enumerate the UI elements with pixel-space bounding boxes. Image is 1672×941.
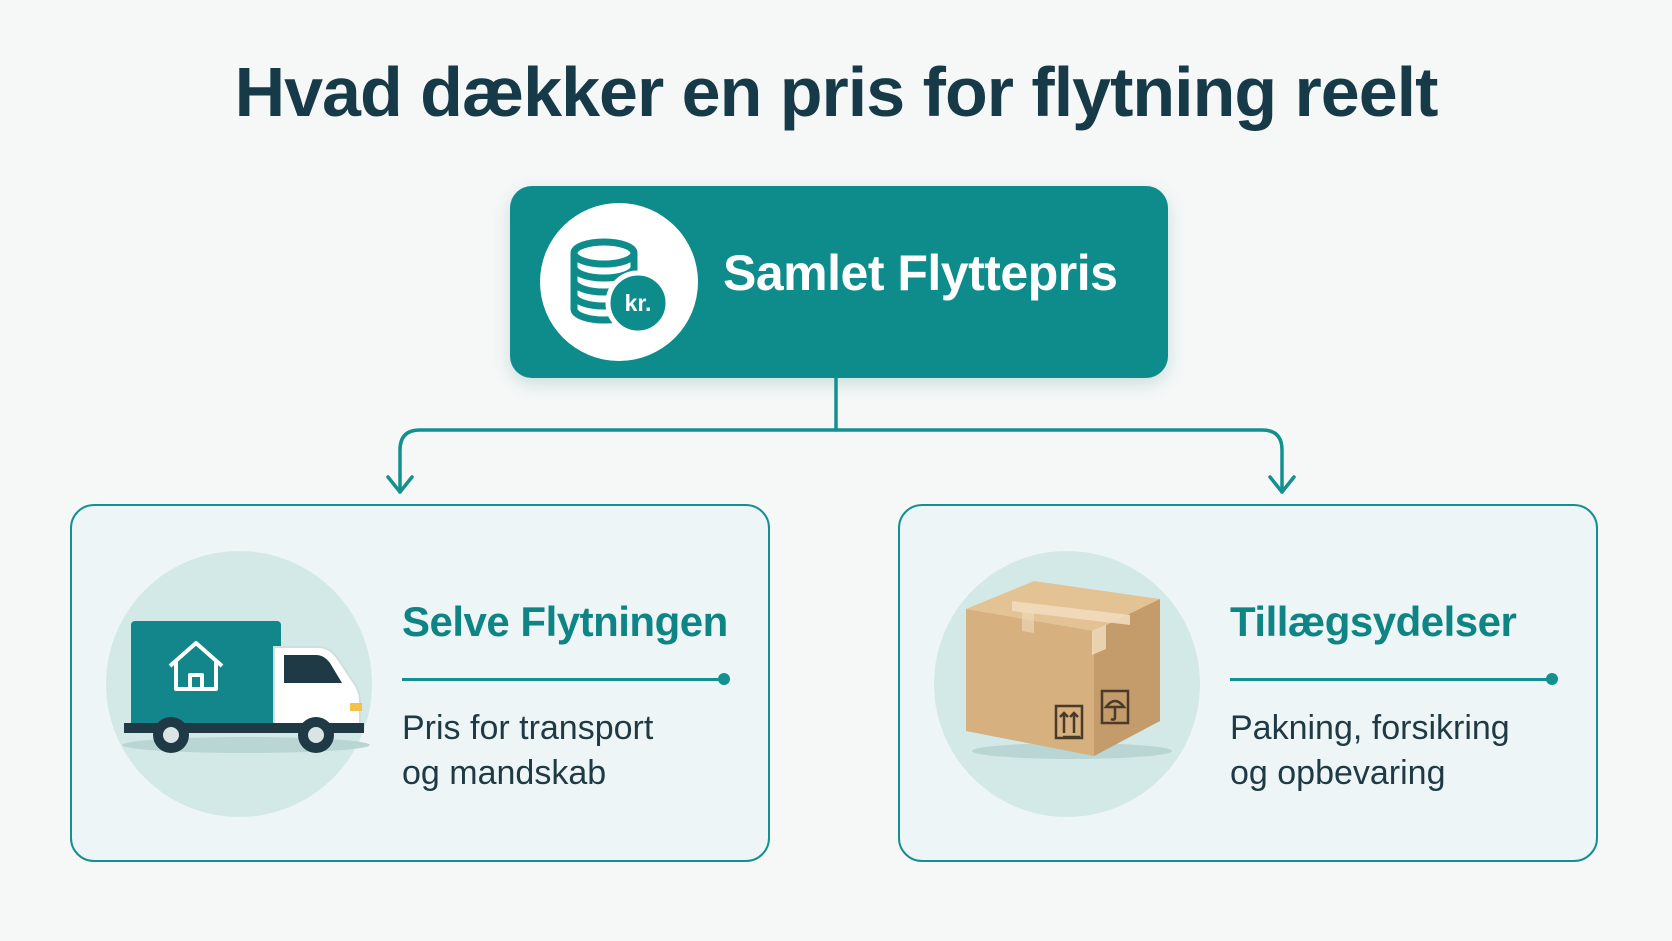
kr-badge-text: kr. <box>625 290 652 316</box>
coins-kr-icon: kr. <box>540 203 698 361</box>
branch-title-moving: Selve Flytningen <box>402 598 728 645</box>
branch-divider-dot <box>1546 673 1558 685</box>
connector-branches <box>398 428 1284 494</box>
root-node-label: Samlet Flyttepris <box>723 245 1118 301</box>
branch-description-extras: Pakning, forsikring og opbevaring <box>1230 706 1570 796</box>
arrow-head-left <box>386 475 414 494</box>
description-line: Pris for transport <box>402 709 654 747</box>
description-line: og opbevaring <box>1230 754 1446 792</box>
branch-card-moving: Selve Flytningen Pris for transport og m… <box>70 504 770 862</box>
branch-title-extras: Tillægsydelser <box>1230 598 1517 645</box>
branch-divider-dot <box>718 673 730 685</box>
arrow-head-right <box>1268 475 1296 494</box>
moving-truck-icon <box>106 551 372 817</box>
root-node-total-price: kr. Samlet Flyttepris <box>510 186 1168 378</box>
cardboard-box-icon <box>934 551 1200 817</box>
branch-divider <box>402 678 724 681</box>
page-title: Hvad dækker en pris for flytning reelt <box>234 53 1439 131</box>
branch-divider <box>1230 678 1552 681</box>
description-line: og mandskab <box>402 754 607 792</box>
branch-description-moving: Pris for transport og mandskab <box>402 706 742 796</box>
description-line: Pakning, forsikring <box>1230 709 1510 747</box>
branch-card-extras: Tillægsydelser Pakning, forsikring og op… <box>898 504 1598 862</box>
